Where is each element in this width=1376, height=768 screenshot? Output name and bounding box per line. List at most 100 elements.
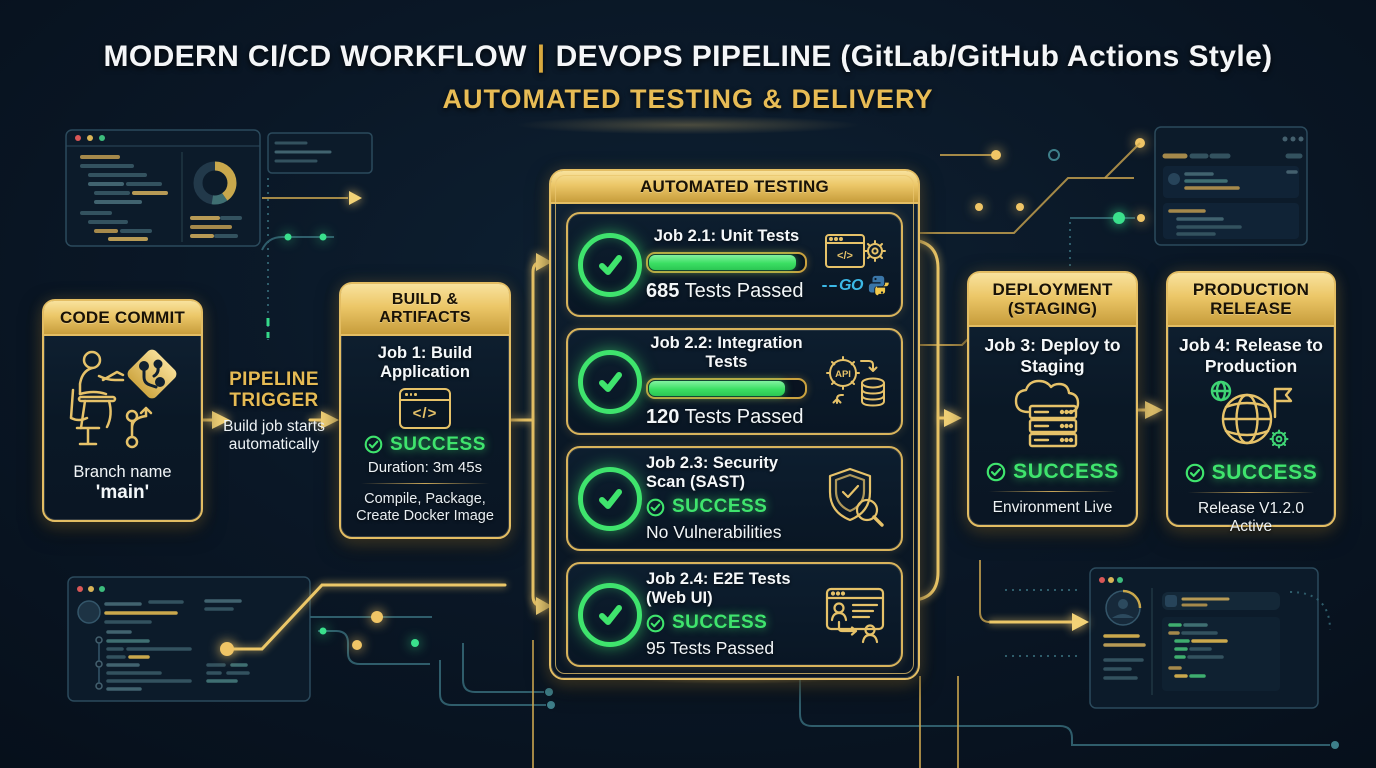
progress-bar: [646, 378, 807, 399]
check-circle-icon: [986, 463, 1006, 482]
build-status-text: SUCCESS: [389, 433, 487, 455]
production-header: PRODUCTION RELEASE: [1168, 273, 1334, 328]
code-window-icon: </>: [399, 387, 451, 429]
check-circle-icon: [578, 582, 642, 647]
production-job-line1: Job 4: Release to: [1179, 335, 1323, 356]
deployment-staging-card: DEPLOYMENT (STAGING) Job 3: Deploy to St…: [967, 271, 1138, 527]
check-circle-icon: [578, 466, 642, 531]
job-title: Job 2.4: E2E Tests (Web UI): [646, 570, 791, 607]
globe-release-icon: [1210, 381, 1293, 449]
trigger-title-line2: TRIGGER: [229, 389, 319, 411]
production-header-line2: RELEASE: [1210, 299, 1292, 319]
python-logo-icon: [868, 275, 889, 296]
language-logos: GO: [822, 275, 890, 297]
build-job-line2: Application: [380, 363, 470, 382]
code-commit-header: CODE COMMIT: [44, 301, 201, 337]
job-row-integration-tests: Job 2.2: Integration Tests 120 Tests Pas…: [566, 328, 903, 435]
api-database-icon: API: [826, 355, 885, 406]
production-status-text: SUCCESS: [1211, 461, 1318, 485]
decor-window-small: [267, 132, 373, 174]
decor-circuit-lines: [220, 138, 1339, 749]
staging-status-text: SUCCESS: [1013, 460, 1119, 484]
staging-header: DEPLOYMENT (STAGING): [969, 273, 1136, 328]
cloud-server-icon: [1014, 380, 1079, 448]
pipeline-trigger-label: PIPELINE TRIGGER Build job starts automa…: [210, 369, 338, 454]
decor-window-code-editor: [65, 129, 261, 247]
code-glyph: </>: [412, 404, 438, 422]
staging-job-line2: Staging: [1020, 355, 1085, 376]
trigger-title-line1: PIPELINE: [229, 369, 319, 390]
code-window-gear-icon: </>: [825, 234, 886, 268]
svg-text:</>: </>: [837, 250, 853, 262]
tests-passed: 120 Tests Passed: [646, 406, 804, 428]
build-detail-line1: Compile, Package,: [364, 490, 486, 507]
trigger-subtitle-line2: automatically: [228, 436, 320, 454]
title-left: MODERN CI/CD WORKFLOW: [103, 40, 527, 73]
build-job-line1: Job 1: Build: [377, 343, 473, 362]
job-title: Job 2.3: Security Scan (SAST): [646, 454, 779, 491]
check-circle-icon: [646, 614, 665, 632]
staging-job-line1: Job 3: Deploy to: [984, 335, 1121, 356]
branch-name-label: Branch name: [73, 463, 172, 482]
title-separator: |: [536, 40, 546, 73]
production-job-line2: Production: [1204, 355, 1298, 376]
progress-bar: [646, 251, 807, 273]
shield-scan-icon: [828, 467, 884, 527]
production-release-card: PRODUCTION RELEASE Job 4: Release to Pro…: [1166, 271, 1336, 535]
build-detail-line2: Create Docker Image: [356, 508, 494, 525]
check-circle-icon: [364, 435, 383, 454]
developer-git-icon: [69, 349, 176, 449]
job-status: SUCCESS: [646, 612, 807, 634]
merge-testing-to-staging: [910, 238, 962, 602]
decor-donut-chart: [193, 161, 237, 205]
staging-header-line2: (STAGING): [1007, 299, 1098, 319]
svg-text:API: API: [835, 369, 851, 380]
production-success: SUCCESS: [1176, 461, 1326, 485]
status-text: SUCCESS: [672, 496, 768, 517]
browser-users-icon: [825, 587, 885, 643]
branch-build-to-testing: [505, 253, 552, 615]
traffic-dot-green: [99, 135, 105, 141]
go-logo-icon: GO: [822, 277, 863, 295]
trigger-subtitle-line1: Build job starts: [223, 417, 325, 435]
page-title: MODERN CI/CD WORKFLOW | DEVOPS PIPELINE (G…: [0, 40, 1376, 74]
title-right: DEVOPS PIPELINE (GitLab/GitHub Actions S…: [555, 40, 1273, 73]
status-text: SUCCESS: [672, 612, 768, 633]
job-result: 95 Tests Passed: [646, 638, 775, 658]
job-title: Job 2.2: Integration Tests: [650, 334, 803, 371]
check-circle-icon: [646, 498, 665, 516]
staging-success: SUCCESS: [977, 460, 1128, 484]
subtitle-glow: [448, 112, 928, 138]
staging-header-line1: DEPLOYMENT: [992, 280, 1113, 299]
branch-name-value: 'main': [95, 482, 150, 504]
testing-header: AUTOMATED TESTING: [551, 171, 918, 205]
decor-window-bottom-left: [67, 576, 311, 702]
automated-testing-panel: AUTOMATED TESTING Job 2.1: Unit Tests 68…: [549, 169, 920, 680]
page-subtitle: AUTOMATED TESTING & DELIVERY: [442, 84, 934, 114]
divider: [1188, 492, 1314, 494]
decor-window-bottom-right: [1089, 567, 1319, 709]
build-success: SUCCESS: [349, 434, 501, 456]
job-status: SUCCESS: [646, 496, 807, 518]
traffic-dot-red: [75, 135, 81, 141]
traffic-dot-yellow: [87, 135, 93, 141]
build-duration: Duration: 3m 45s: [367, 458, 483, 476]
divider: [989, 491, 1116, 493]
job-title: Job 2.1: Unit Tests: [653, 226, 800, 245]
build-header: BUILD & ARTIFACTS: [341, 284, 509, 336]
job-row-security-scan: Job 2.3: Security Scan (SAST) SUCCESS No…: [566, 446, 903, 551]
code-commit-card: CODE COMMIT: [42, 299, 203, 522]
job-row-e2e-tests: Job 2.4: E2E Tests (Web UI) SUCCESS 95 T…: [566, 562, 903, 667]
production-detail: Release V1.2.0 Active: [1198, 500, 1304, 536]
check-circle-icon: [1185, 464, 1204, 483]
staging-detail: Environment Live: [992, 499, 1113, 517]
job-row-unit-tests: Job 2.1: Unit Tests 685 Tests Passed </>: [566, 212, 903, 317]
check-circle-icon: [578, 232, 642, 297]
decor-window-top-right: [1154, 126, 1308, 246]
job-result: No Vulnerabilities: [646, 522, 782, 542]
check-circle-icon: [578, 349, 642, 414]
build-artifacts-card: BUILD & ARTIFACTS Job 1: Build Applicati…: [339, 282, 511, 539]
divider: [361, 482, 489, 484]
